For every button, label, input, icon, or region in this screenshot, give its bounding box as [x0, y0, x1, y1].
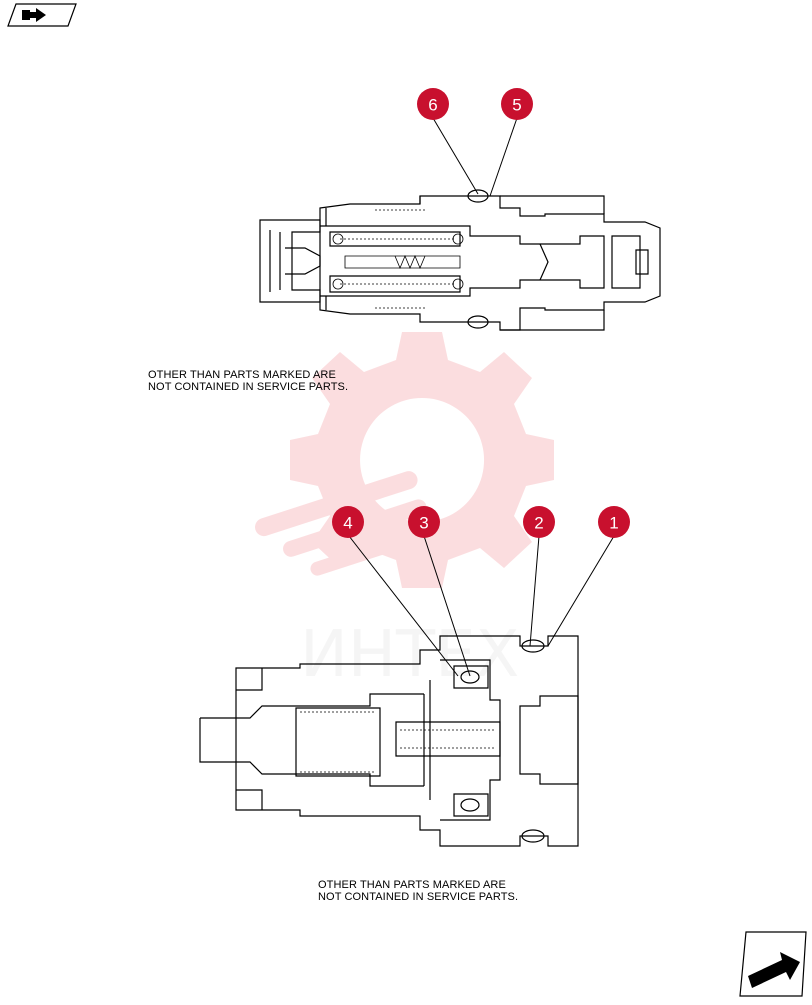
top-valve-drawing	[259, 189, 661, 331]
note-top-line-1: OTHER THAN PARTS MARKED ARE	[148, 369, 336, 381]
book-arrow-icon[interactable]	[7, 3, 77, 27]
svg-text:2: 2	[534, 514, 543, 533]
callout-6[interactable]: 6	[417, 88, 449, 120]
svg-text:6: 6	[428, 96, 437, 115]
leader-lines	[348, 117, 615, 677]
watermark-text: ИНТЕХ	[300, 618, 519, 692]
note-bottom-line-1: OTHER THAN PARTS MARKED ARE	[318, 879, 506, 891]
callout-3[interactable]: 3	[408, 506, 440, 538]
bottom-valve-drawing	[199, 635, 579, 847]
note-bottom-line-2: NOT CONTAINED IN SERVICE PARTS.	[318, 891, 519, 903]
note-bottom: OTHER THAN PARTS MARKED ARE NOT CONTAINE…	[318, 879, 518, 903]
svg-text:1: 1	[609, 514, 618, 533]
note-top-line-2: NOT CONTAINED IN SERVICE PARTS.	[148, 381, 349, 393]
note-top: OTHER THAN PARTS MARKED ARE NOT CONTAINE…	[148, 369, 348, 393]
svg-text:3: 3	[419, 514, 428, 533]
svg-text:5: 5	[512, 96, 521, 115]
callout-4[interactable]: 4	[332, 506, 364, 538]
callout-5[interactable]: 5	[501, 88, 533, 120]
callout-1[interactable]: 1	[598, 506, 630, 538]
svg-text:4: 4	[343, 514, 352, 533]
next-page-arrow-icon[interactable]	[739, 931, 807, 997]
callout-2[interactable]: 2	[523, 506, 555, 538]
